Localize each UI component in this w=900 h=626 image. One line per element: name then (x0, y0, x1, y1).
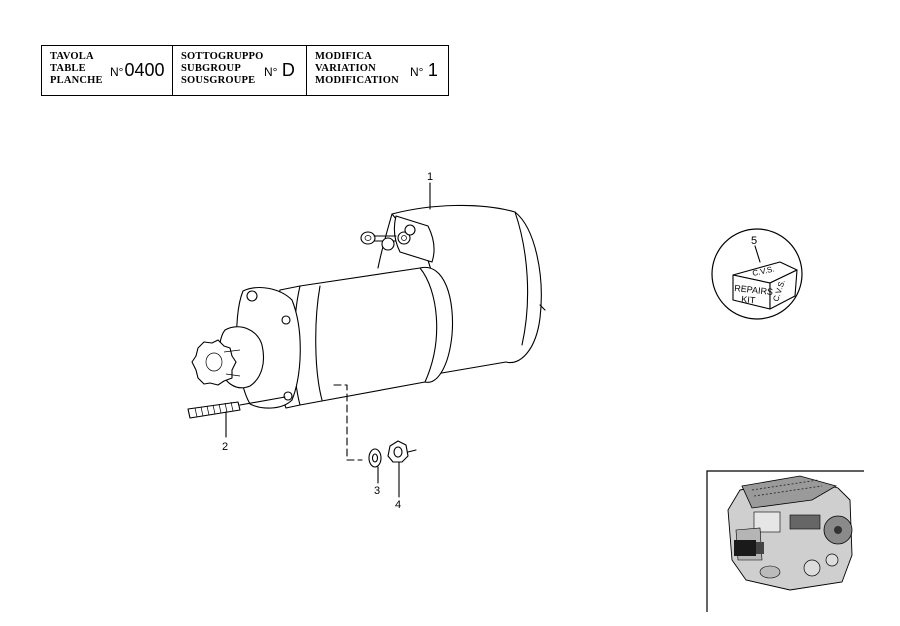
kit-box-front-label-2: KIT (741, 294, 756, 305)
table-cell: TAVOLA TABLE PLANCHE N°0400 (42, 46, 172, 95)
subgroup-label-en: SUBGROUP (181, 63, 241, 74)
engine-locator-thumbnail (706, 470, 864, 612)
modification-number-prefix: N° (410, 65, 424, 79)
callout-5: 5 (751, 235, 757, 247)
subgroup-number: N° D (264, 60, 295, 81)
modification-label-en: VARIATION (315, 63, 376, 74)
modification-label-fr: MODIFICATION (315, 75, 399, 86)
thumbnail-frame (706, 470, 864, 612)
modification-cell: MODIFICA VARIATION MODIFICATION N° 1 (306, 46, 448, 95)
subgroup-label-fr: SOUSGROUPE (181, 75, 256, 86)
table-number-value: 0400 (124, 60, 165, 80)
modification-number-value: 1 (427, 60, 438, 80)
assembly-dashed-line (333, 384, 363, 461)
stud-illustration (187, 396, 286, 419)
callout-1: 1 (427, 171, 433, 183)
table-label-en: TABLE (50, 63, 86, 74)
table-label-it: TAVOLA (50, 51, 94, 62)
repair-kit-symbol: 5 C.V.S. REPAIRS KIT C.V.S. (711, 228, 803, 320)
callout-3: 3 (374, 485, 380, 497)
modification-number: N° 1 (410, 60, 438, 81)
subgroup-number-value: D (281, 60, 295, 80)
repair-kit-circle (711, 228, 803, 320)
modification-label-it: MODIFICA (315, 51, 373, 62)
callout-4: 4 (395, 499, 401, 511)
subgroup-cell: SOTTOGRUPPO SUBGROUP SOUSGROUPE N° D (172, 46, 306, 95)
washer-illustration (368, 448, 382, 468)
starter-motor-illustration (191, 204, 546, 409)
callout-2: 2 (222, 441, 228, 453)
kit-box-front-label-1: REPAIRS (734, 283, 774, 297)
table-number-prefix: N° (110, 65, 124, 79)
title-block: TAVOLA TABLE PLANCHE N°0400 SOTTOGRUPPO … (41, 45, 449, 96)
subgroup-label-it: SOTTOGRUPPO (181, 51, 264, 62)
table-number: N°0400 (110, 60, 165, 81)
nut-illustration (387, 440, 409, 463)
table-label-fr: PLANCHE (50, 75, 103, 86)
subgroup-number-prefix: N° (264, 65, 278, 79)
